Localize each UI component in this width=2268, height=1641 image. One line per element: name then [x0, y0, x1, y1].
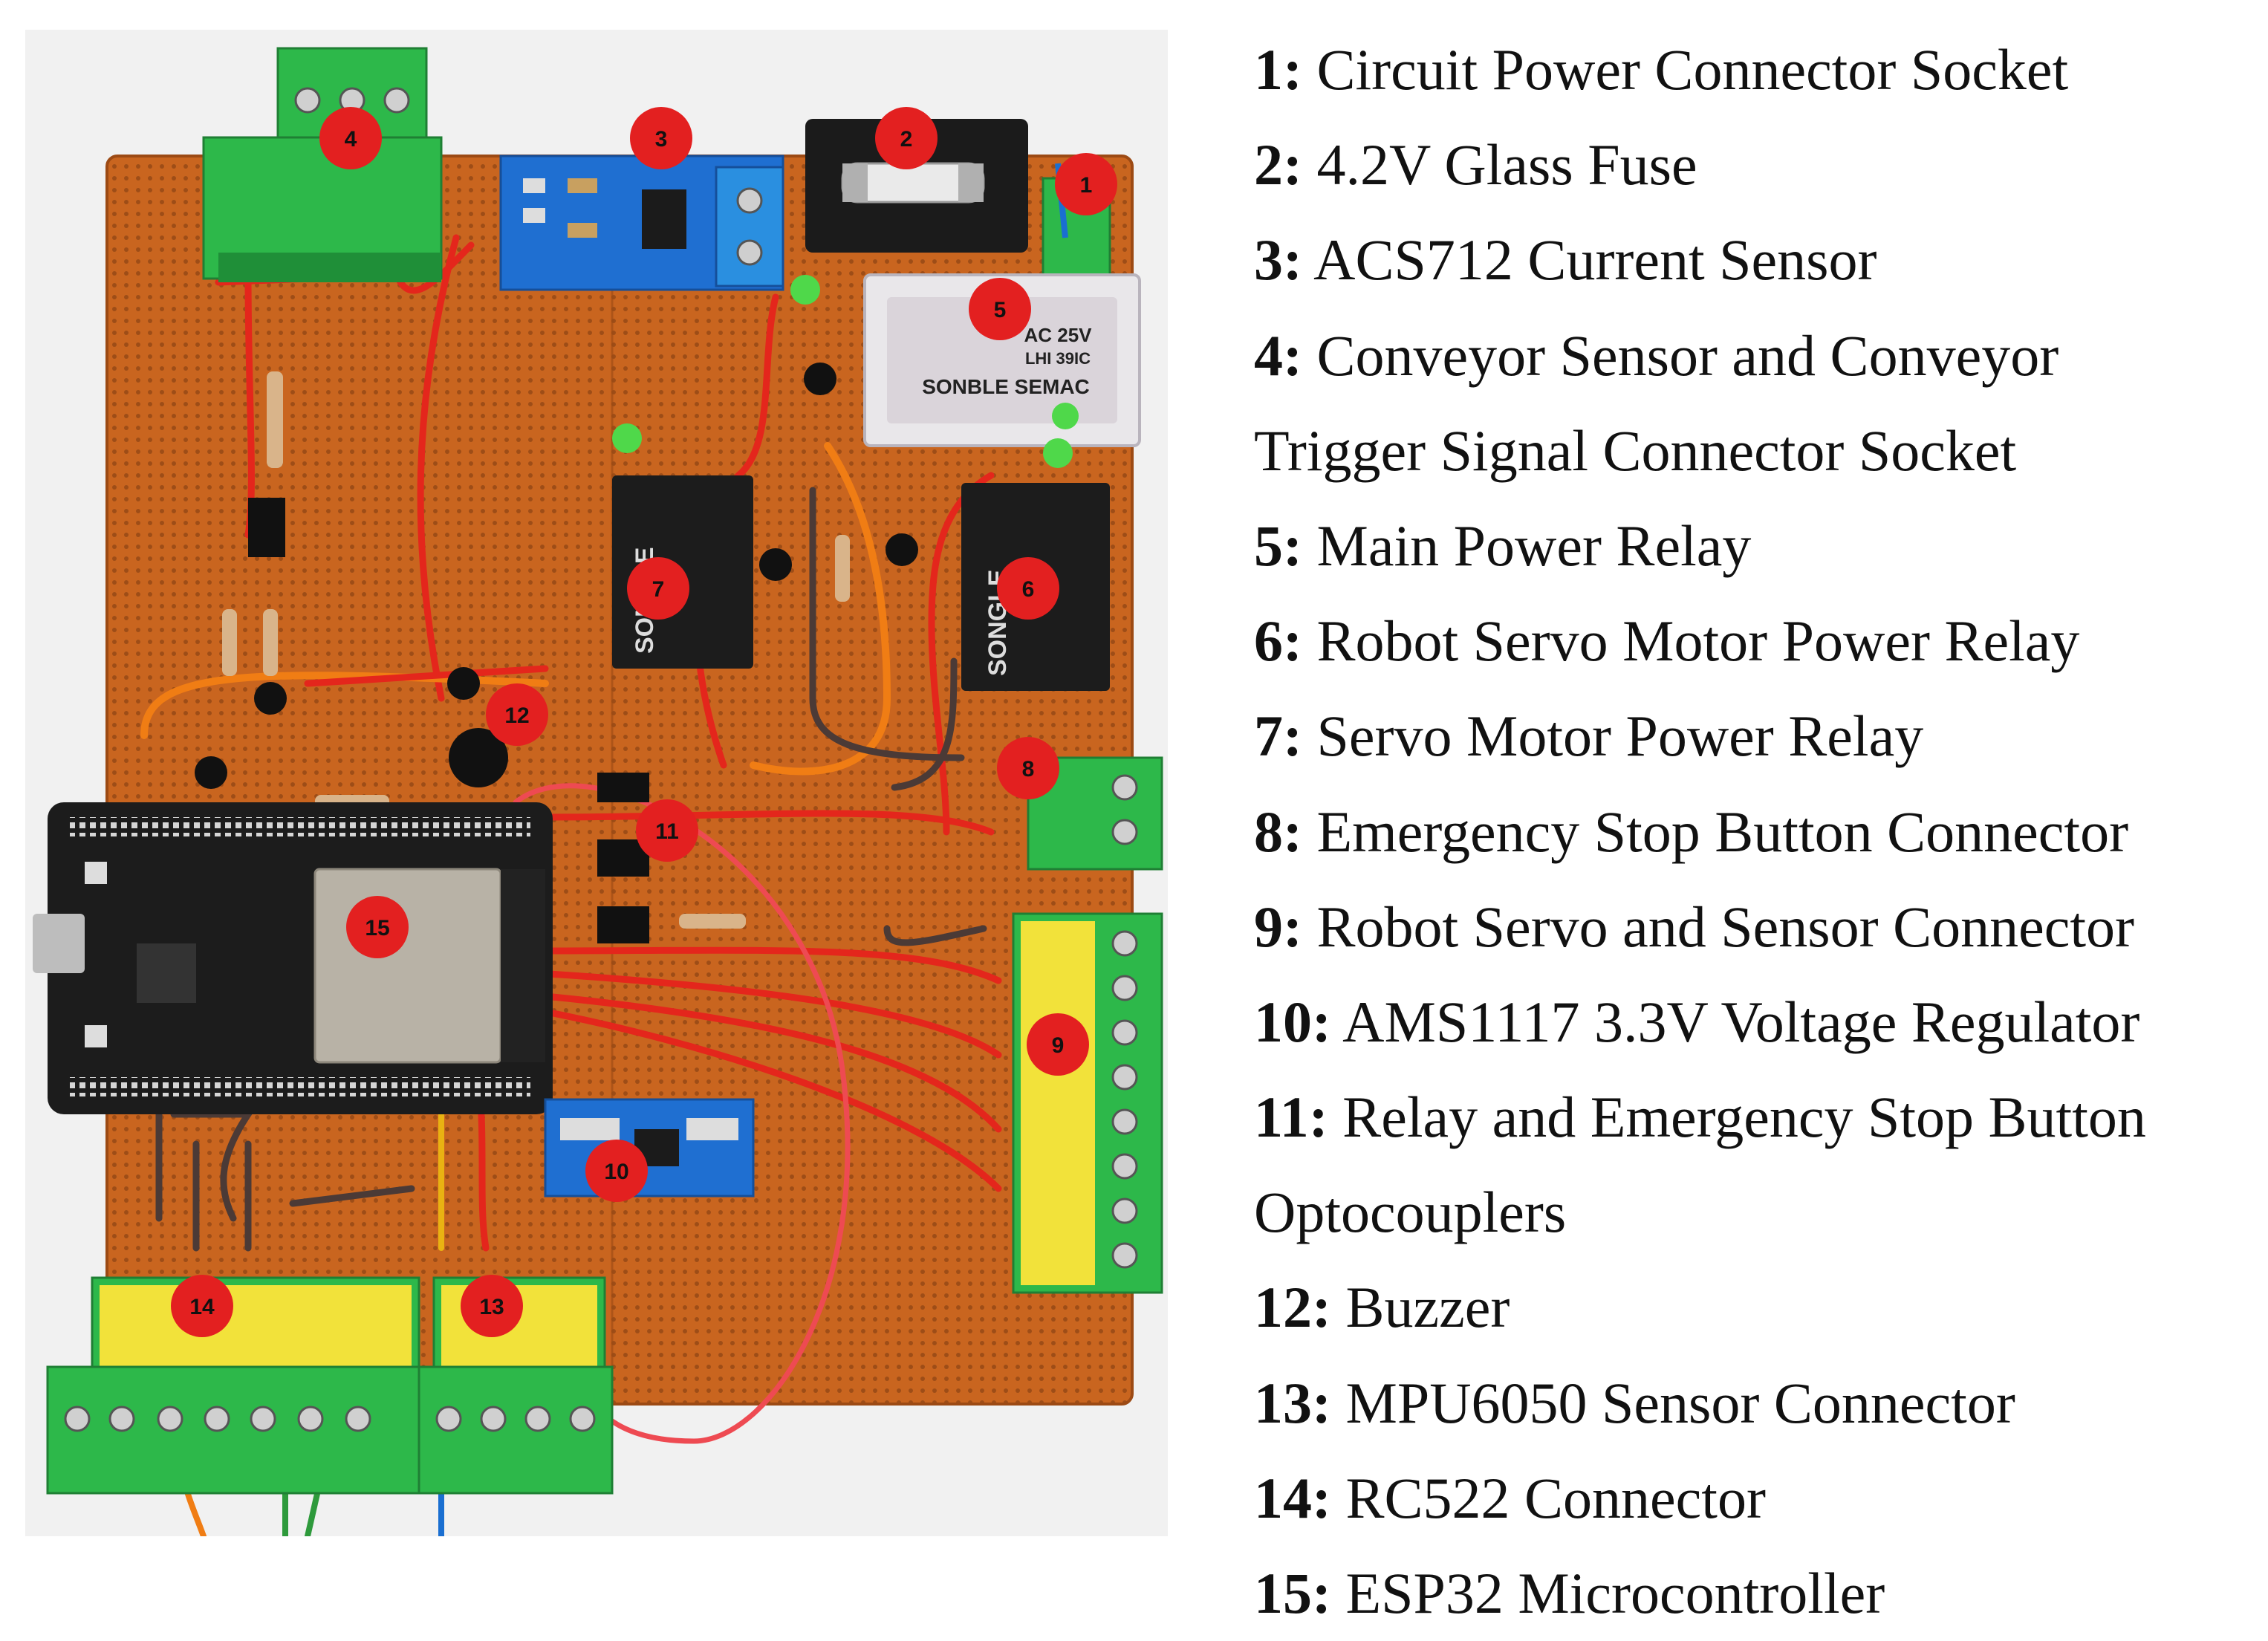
marker-8: 8 [997, 737, 1059, 799]
legend-line: 5: Main Power Relay [1254, 498, 2249, 594]
legend-number: 7: [1254, 703, 1302, 769]
leds [612, 275, 1079, 468]
legend-number: 12: [1254, 1275, 1331, 1340]
glass-fuse [805, 119, 1028, 253]
legend-number: 5: [1254, 513, 1302, 578]
marker-label: 15 [365, 916, 389, 940]
legend-number: 8: [1254, 799, 1302, 864]
marker-label: 1 [1080, 173, 1093, 198]
optocouplers [597, 773, 649, 943]
marker-6: 6 [997, 557, 1059, 620]
marker-label: 10 [604, 1160, 628, 1184]
legend-line: 6: Robot Servo Motor Power Relay [1254, 594, 2249, 689]
marker-14: 14 [171, 1275, 233, 1337]
legend-text: Robot Servo and Sensor Connector [1302, 894, 2135, 959]
circuit-board-illustration: AC 25V LHI 39IC SONBLE SEMAC SONGLE SONG… [33, 47, 1163, 1536]
legend-number: 6: [1254, 608, 1302, 674]
legend-line: 11: Relay and Emergency Stop Button [1254, 1070, 2249, 1165]
marker-2: 2 [875, 107, 938, 169]
legend-line: 3: ACS712 Current Sensor [1254, 212, 2249, 308]
legend-number: 15: [1254, 1561, 1331, 1625]
esp32-microcontroller [33, 802, 553, 1114]
legend-number: 10: [1254, 989, 1331, 1054]
legend-number: 3: [1254, 227, 1302, 293]
main-power-relay: AC 25V LHI 39IC SONBLE SEMAC [863, 273, 1141, 447]
legend-text: Emergency Stop Button Connector [1302, 799, 2129, 864]
marker-13: 13 [461, 1275, 523, 1337]
legend-number: 4: [1254, 322, 1302, 388]
legend-text: MPU6050 Sensor Connector [1330, 1370, 2015, 1435]
small-components [195, 363, 918, 929]
marker-label: 8 [1022, 757, 1035, 781]
main-relay-text-2: LHI 39IC [1025, 349, 1091, 368]
marker-7: 7 [627, 557, 689, 620]
legend-line: 8: Emergency Stop Button Connector [1254, 784, 2249, 880]
main-relay-text-1: AC 25V [1024, 324, 1092, 346]
marker-label: 11 [655, 819, 679, 844]
acs712-current-sensor [499, 155, 784, 291]
marker-label: 6 [1022, 577, 1035, 602]
legend-number: 11: [1254, 1085, 1328, 1150]
ams1117-voltage-regulator [544, 1098, 755, 1198]
legend-text: Main Power Relay [1302, 513, 1752, 578]
marker-label: 14 [189, 1295, 215, 1319]
marker-3: 3 [630, 107, 692, 169]
legend-text: Servo Motor Power Relay [1302, 703, 1924, 769]
legend-text: ACS712 Current Sensor [1302, 227, 1877, 293]
legend-number: 1: [1254, 37, 1302, 102]
marker-4: 4 [319, 107, 382, 169]
marker-label: 9 [1052, 1033, 1065, 1058]
conveyor-connector-socket [202, 47, 443, 282]
legend-text: ESP32 Microcontroller [1330, 1561, 1885, 1625]
legend-line: 10: AMS1117 3.3V Voltage Regulator [1254, 975, 2249, 1070]
marker-label: 13 [479, 1295, 504, 1319]
legend-text: RC522 Connector [1330, 1465, 1766, 1530]
legend-line: Optocouplers [1254, 1165, 2249, 1260]
legend-line: 4: Conveyor Sensor and Conveyor [1254, 308, 2249, 403]
legend-text: Buzzer [1330, 1275, 1510, 1340]
rc522-connector [46, 1276, 420, 1495]
marker-10: 10 [585, 1140, 648, 1202]
legend-text: Optocouplers [1254, 1180, 1567, 1245]
main-relay-text-3: SONBLE SEMAC [922, 375, 1090, 398]
legend-line: 9: Robot Servo and Sensor Connector [1254, 880, 2249, 975]
legend-line: 1: Circuit Power Connector Socket [1254, 22, 2249, 117]
legend-line: 12: Buzzer [1254, 1260, 2249, 1355]
marker-15: 15 [346, 896, 409, 958]
legend-text: Trigger Signal Connector Socket [1254, 417, 2017, 483]
legend-number: 9: [1254, 894, 1302, 959]
marker-9: 9 [1027, 1013, 1089, 1076]
legend-text: Conveyor Sensor and Conveyor [1302, 322, 2059, 388]
legend-text: 4.2V Glass Fuse [1302, 132, 1697, 198]
marker-label: 12 [504, 703, 529, 728]
robot-servo-sensor-connector [1012, 912, 1163, 1294]
legend-text: AMS1117 3.3V Voltage Regulator [1330, 989, 2140, 1054]
buzzer [449, 728, 508, 787]
legend-text: Robot Servo Motor Power Relay [1302, 608, 2080, 674]
marker-label: 7 [652, 577, 665, 602]
legend-text: Relay and Emergency Stop Button [1328, 1085, 2146, 1150]
marker-label: 5 [994, 298, 1007, 322]
legend-number: 2: [1254, 132, 1302, 198]
marker-1: 1 [1055, 153, 1117, 215]
legend-line: 2: 4.2V Glass Fuse [1254, 117, 2249, 212]
legend-text: Circuit Power Connector Socket [1302, 37, 2069, 102]
legend-line: 13: MPU6050 Sensor Connector [1254, 1356, 2249, 1451]
legend-number: 13: [1254, 1370, 1331, 1435]
marker-11: 11 [636, 799, 698, 862]
legend-line: Trigger Signal Connector Socket [1254, 403, 2249, 498]
marker-label: 4 [345, 127, 357, 152]
legend-line: 14: RC522 Connector [1254, 1451, 2249, 1546]
legend-number: 14: [1254, 1465, 1331, 1530]
marker-12: 12 [486, 683, 548, 746]
marker-5: 5 [969, 278, 1031, 340]
marker-label: 2 [900, 127, 913, 152]
legend-line: 7: Servo Motor Power Relay [1254, 689, 2249, 784]
legend-line: 15: ESP32 Microcontroller [1254, 1546, 2249, 1641]
marker-label: 3 [655, 127, 668, 152]
circuit-board-photo: AC 25V LHI 39IC SONBLE SEMAC SONGLE SONG… [25, 30, 1168, 1536]
